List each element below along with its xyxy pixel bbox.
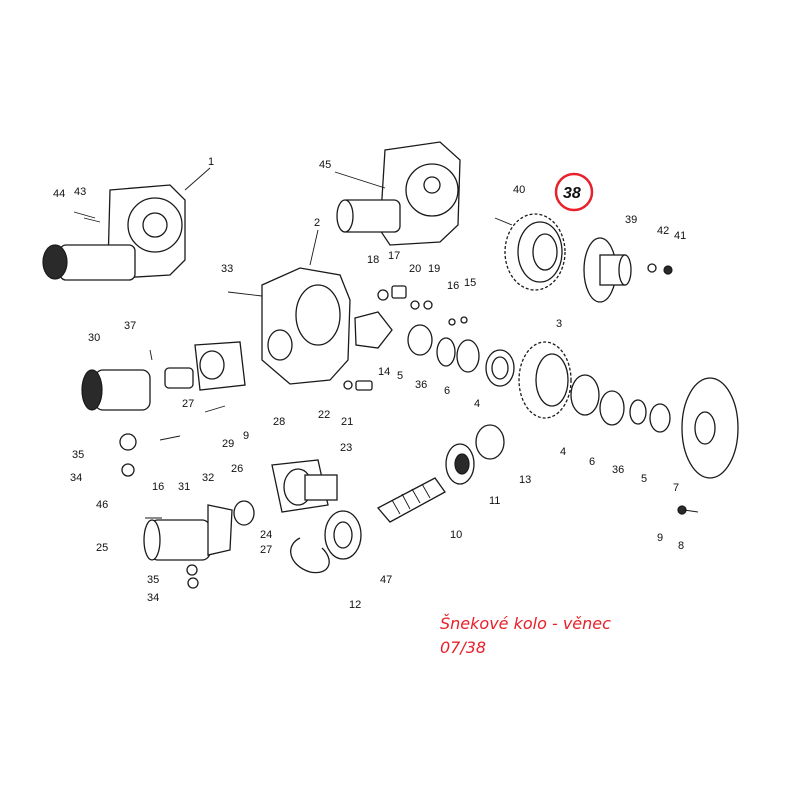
- callout-3: 3: [556, 318, 562, 330]
- assembly-1: [42, 167, 211, 281]
- callout-29: 29: [222, 438, 234, 450]
- callout-11: 11: [489, 495, 500, 507]
- callout-46: 46: [96, 499, 108, 511]
- callout-37: 37: [124, 320, 136, 332]
- highlight-circle-38: [554, 172, 594, 212]
- assembly-45: [334, 141, 461, 246]
- callout-6: 6: [589, 456, 595, 468]
- callout-6: 6: [444, 385, 450, 397]
- callout-14: 14: [378, 366, 390, 378]
- callout-16: 16: [447, 280, 459, 292]
- callout-23: 23: [340, 442, 352, 454]
- part-caption: Šnekové kolo - věnec 07/38: [440, 612, 611, 660]
- callout-34: 34: [70, 472, 82, 484]
- callout-16: 16: [152, 481, 164, 493]
- callout-42: 42: [657, 225, 669, 237]
- callout-27: 27: [260, 544, 272, 556]
- hub-39: [583, 237, 673, 303]
- callout-1: 1: [208, 156, 214, 168]
- fittings-14-20: [343, 285, 468, 391]
- worm-shaft-10: [376, 477, 446, 523]
- callout-8: 8: [678, 540, 684, 552]
- callout-15: 15: [464, 277, 476, 289]
- callout-26: 26: [231, 463, 243, 475]
- motor-25: [143, 500, 255, 589]
- callout-32: 32: [202, 472, 214, 484]
- callout-38: 38: [563, 185, 581, 202]
- callout-9: 9: [243, 430, 249, 442]
- callout-28: 28: [273, 416, 285, 428]
- callout-45: 45: [319, 159, 331, 171]
- caption-title: Šnekové kolo - věnec: [440, 614, 611, 633]
- callout-24: 24: [260, 529, 272, 541]
- callout-43: 43: [74, 186, 86, 198]
- callout-34: 34: [147, 592, 159, 604]
- callout-4: 4: [560, 446, 566, 458]
- flange-23: [271, 459, 338, 513]
- rings-upper: [407, 324, 515, 387]
- callout-13: 13: [519, 474, 531, 486]
- callout-labels: 1 2 3 4 4 5 5 6 6 7 8 9 9 10 11 12 13 14…: [53, 156, 686, 611]
- motor-30: [81, 341, 246, 477]
- callout-33: 33: [221, 263, 233, 275]
- callout-2: 2: [314, 217, 320, 229]
- circlip-12: [290, 537, 330, 574]
- callout-27: 27: [182, 398, 194, 410]
- callout-18: 18: [367, 254, 379, 266]
- callout-20: 20: [409, 263, 421, 275]
- callout-7: 7: [673, 482, 679, 494]
- callout-5: 5: [641, 473, 647, 485]
- callout-41: 41: [674, 230, 686, 242]
- housing-2: [227, 229, 351, 385]
- callout-21: 21: [341, 416, 353, 428]
- callout-19: 19: [428, 263, 440, 275]
- bearings: [324, 424, 505, 560]
- cover-7: [677, 377, 739, 515]
- callout-47: 47: [380, 574, 392, 586]
- callout-4: 4: [474, 398, 480, 410]
- callout-36: 36: [415, 379, 427, 391]
- callout-44: 44: [53, 188, 65, 200]
- callout-36: 36: [612, 464, 624, 476]
- callout-30: 30: [88, 332, 100, 344]
- callout-17: 17: [388, 250, 400, 262]
- callout-35: 35: [72, 449, 84, 461]
- callout-10: 10: [450, 529, 462, 541]
- callout-25: 25: [96, 542, 108, 554]
- gear-ring-38: [494, 213, 566, 291]
- callout-39: 39: [625, 214, 637, 226]
- callout-5: 5: [397, 370, 403, 382]
- worm-gear-3: [518, 341, 671, 433]
- callout-31: 31: [178, 481, 190, 493]
- callout-12: 12: [349, 599, 361, 611]
- callout-35: 35: [147, 574, 159, 586]
- callout-22: 22: [318, 409, 330, 421]
- callout-9: 9: [657, 532, 663, 544]
- caption-code: 07/38: [440, 638, 487, 657]
- callout-40: 40: [513, 184, 525, 196]
